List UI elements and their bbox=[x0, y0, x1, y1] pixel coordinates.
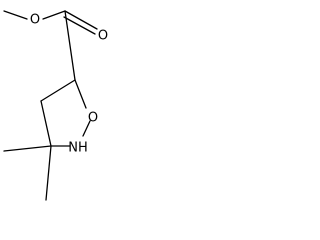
bond-c3-methyl-down bbox=[45, 145, 52, 201]
bond-nitrogen-oxygen bbox=[82, 120, 91, 137]
bond-carbonyl-double-1 bbox=[64, 10, 98, 30]
carbonyl-oxygen-label: O bbox=[98, 29, 108, 44]
bond-c3-methyl-left bbox=[3, 145, 52, 152]
bond-carbonyl-double-2 bbox=[63, 16, 96, 35]
bond-methyl-ester-oxygen bbox=[3, 10, 28, 20]
bond-ester-oxygen-carbonyl bbox=[42, 10, 66, 20]
ester-oxygen-label: O bbox=[30, 13, 40, 28]
ring-nitrogen-label: NH bbox=[68, 141, 88, 156]
bond-c4-c3 bbox=[40, 100, 52, 147]
bond-oxygen-c5 bbox=[74, 79, 87, 109]
chemical-structure-diagram: O O O NH bbox=[3, 10, 108, 201]
ring-oxygen-label: O bbox=[88, 111, 98, 126]
bond-c5-c4 bbox=[40, 79, 76, 102]
bond-carbonyl-ring-carbon bbox=[64, 10, 76, 81]
